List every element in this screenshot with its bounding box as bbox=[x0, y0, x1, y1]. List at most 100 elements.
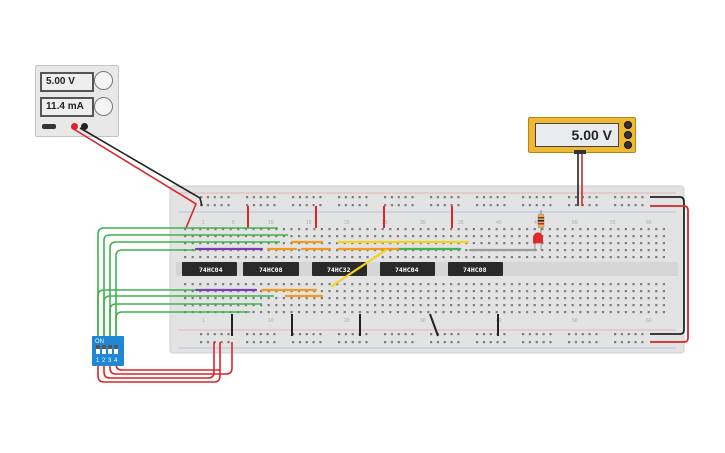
chip-2[interactable]: 74HC08 bbox=[243, 262, 299, 276]
breadboard-hole bbox=[510, 235, 513, 238]
chip-4[interactable]: 74HC04 bbox=[380, 262, 435, 276]
breadboard-hole bbox=[381, 297, 384, 300]
dip-toggle-2[interactable] bbox=[102, 345, 106, 354]
led-red[interactable] bbox=[533, 232, 543, 251]
wire-green[interactable] bbox=[115, 311, 250, 340]
dip-toggle-3[interactable] bbox=[108, 345, 112, 354]
breadboard-hole bbox=[588, 204, 591, 207]
dip-switch[interactable]: ON 1 2 3 4 bbox=[92, 336, 124, 366]
breadboard-hole bbox=[548, 228, 551, 231]
breadboard-hole bbox=[503, 290, 506, 293]
breadboard-hole bbox=[220, 341, 223, 344]
current-knob[interactable] bbox=[94, 97, 113, 116]
breadboard-hole bbox=[542, 333, 545, 336]
breadboard-hole bbox=[412, 311, 415, 314]
dip-toggle-4[interactable] bbox=[114, 345, 118, 354]
breadboard-hole bbox=[556, 242, 559, 245]
breadboard-hole bbox=[450, 249, 453, 252]
wire-red[interactable] bbox=[97, 342, 221, 383]
wire-green[interactable] bbox=[109, 303, 262, 340]
wire-yellow[interactable] bbox=[330, 248, 388, 288]
breadboard-hole bbox=[489, 333, 492, 336]
breadboard-hole bbox=[351, 297, 354, 300]
breadboard-hole bbox=[366, 283, 369, 286]
negative-terminal[interactable] bbox=[81, 123, 88, 130]
column-number: 20 bbox=[344, 220, 350, 226]
rail-jumper-black[interactable] bbox=[650, 196, 685, 335]
breadboard-hole bbox=[206, 249, 209, 252]
breadboard-hole bbox=[579, 235, 582, 238]
wire-green[interactable] bbox=[109, 241, 280, 340]
breadboard-hole bbox=[336, 249, 339, 252]
psu-positive-lead[interactable] bbox=[71, 127, 198, 229]
breadboard-hole bbox=[442, 242, 445, 245]
breadboard-hole bbox=[627, 196, 630, 199]
wire-red[interactable] bbox=[115, 363, 220, 371]
breadboard-hole bbox=[305, 242, 308, 245]
breadboard-hole bbox=[640, 290, 643, 293]
breadboard-hole bbox=[305, 311, 308, 314]
wire-green[interactable] bbox=[115, 249, 196, 340]
power-supply[interactable]: 5.00 V 11.4 mA bbox=[35, 65, 119, 137]
wire-black[interactable] bbox=[429, 313, 439, 337]
breadboard-hole bbox=[430, 341, 433, 344]
wire-green[interactable] bbox=[103, 234, 288, 340]
meter-port-v[interactable] bbox=[624, 141, 632, 149]
resistor[interactable] bbox=[537, 210, 545, 238]
wire-green[interactable] bbox=[97, 227, 278, 340]
breadboard-hole bbox=[191, 283, 194, 286]
rail-jumper-red[interactable] bbox=[650, 205, 689, 343]
breadboard-hole bbox=[442, 283, 445, 286]
power-switch[interactable] bbox=[42, 124, 56, 129]
breadboard-hole bbox=[290, 242, 293, 245]
breadboard-hole bbox=[328, 290, 331, 293]
breadboard-hole bbox=[191, 290, 194, 293]
breadboard-hole bbox=[336, 283, 339, 286]
meter-port-a[interactable] bbox=[624, 121, 632, 129]
breadboard-hole bbox=[655, 228, 658, 231]
breadboard-hole bbox=[305, 283, 308, 286]
breadboard-hole bbox=[229, 304, 232, 307]
breadboard-hole bbox=[275, 311, 278, 314]
breadboard-hole bbox=[351, 311, 354, 314]
breadboard-hole bbox=[564, 249, 567, 252]
breadboard-hole bbox=[442, 304, 445, 307]
breadboard-hole bbox=[518, 283, 521, 286]
dip-toggle-1[interactable] bbox=[96, 345, 100, 354]
breadboard-hole bbox=[404, 242, 407, 245]
column-number: 30 bbox=[420, 220, 426, 226]
meter-port-com[interactable] bbox=[624, 131, 632, 139]
breadboard-hole bbox=[503, 283, 506, 286]
breadboard-hole bbox=[457, 196, 460, 199]
breadboard-hole bbox=[252, 297, 255, 300]
breadboard-hole bbox=[390, 196, 394, 199]
breadboard-hole bbox=[542, 341, 545, 344]
breadboard-hole bbox=[609, 235, 612, 238]
breadboard-hole bbox=[298, 311, 301, 314]
voltage-knob[interactable] bbox=[94, 71, 113, 90]
breadboard-hole bbox=[275, 256, 278, 259]
breadboard-hole bbox=[526, 283, 529, 286]
breadboard-hole bbox=[548, 297, 551, 300]
column-number: 35 bbox=[458, 220, 464, 226]
wire-red[interactable] bbox=[109, 342, 233, 375]
breadboard-hole bbox=[259, 204, 262, 207]
positive-terminal[interactable] bbox=[71, 123, 78, 130]
breadboard-hole bbox=[290, 311, 293, 314]
breadboard-hole bbox=[374, 311, 377, 314]
wire-green[interactable] bbox=[103, 295, 274, 340]
wire-green[interactable] bbox=[97, 289, 196, 340]
chip-5[interactable]: 74HC08 bbox=[448, 262, 503, 276]
breadboard-hole bbox=[344, 204, 348, 207]
psu-negative-lead[interactable] bbox=[79, 127, 203, 207]
breadboard-hole bbox=[430, 204, 433, 207]
breadboard-hole bbox=[273, 204, 276, 207]
breadboard-hole bbox=[282, 297, 285, 300]
breadboard-hole bbox=[548, 249, 551, 252]
breadboard-hole bbox=[634, 204, 637, 207]
breadboard-hole bbox=[389, 311, 392, 314]
breadboard-hole bbox=[526, 311, 529, 314]
dip-number: 2 bbox=[102, 358, 106, 364]
chip-1[interactable]: 74HC04 bbox=[182, 262, 237, 276]
